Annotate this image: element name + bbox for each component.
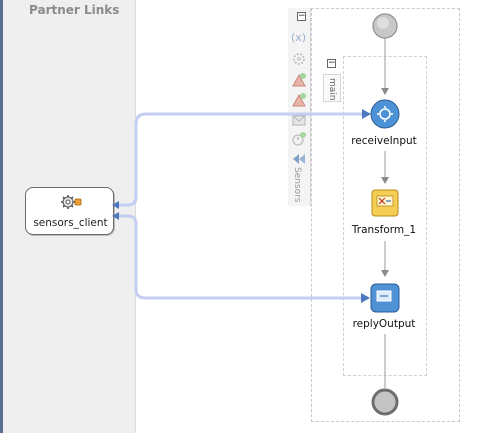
partner-links-title: Partner Links <box>29 3 120 17</box>
process-scope <box>311 8 460 422</box>
end-node <box>371 388 399 416</box>
partner-receive-arrow <box>112 201 119 209</box>
partner-reply-arrow <box>112 212 119 220</box>
main-scope-label-tab: main <box>323 74 341 102</box>
scope-toolbar <box>288 8 311 206</box>
partner-link-label: sensors_client <box>33 217 108 229</box>
wire-reply-arrow <box>361 293 370 303</box>
main-scope-label: main <box>327 78 337 101</box>
receive-activity-icon <box>370 99 400 129</box>
timer-add-icon[interactable] <box>291 131 307 147</box>
receive-activity-label[interactable]: receiveInput <box>351 135 417 147</box>
wire-receive <box>116 112 362 207</box>
sensors-label: Sensors <box>292 167 302 203</box>
reply-activity-icon <box>370 283 400 313</box>
wire-receive-arrow <box>362 109 371 119</box>
rewind-icon[interactable] <box>291 151 307 167</box>
wire-reply <box>116 214 362 300</box>
alert-edit-icon[interactable] <box>291 92 307 108</box>
correlation-set-icon[interactable] <box>291 51 307 67</box>
variables-icon[interactable]: (x) <box>291 29 307 45</box>
reply-activity-label[interactable]: replyOutput <box>352 318 416 330</box>
transform-activity-label[interactable]: Transform_1 <box>351 224 417 236</box>
alert-add-icon[interactable] <box>291 72 307 88</box>
svg-text:(x): (x) <box>291 31 306 44</box>
main-collapse-toggle[interactable]: − <box>327 58 336 68</box>
message-icon[interactable] <box>291 112 307 128</box>
transform-activity-icon <box>371 189 399 217</box>
toolbar-collapse-toggle[interactable]: − <box>297 11 306 21</box>
service-gear-icon <box>61 195 82 209</box>
partner-link-sensors-client[interactable]: sensors_client <box>25 187 114 235</box>
